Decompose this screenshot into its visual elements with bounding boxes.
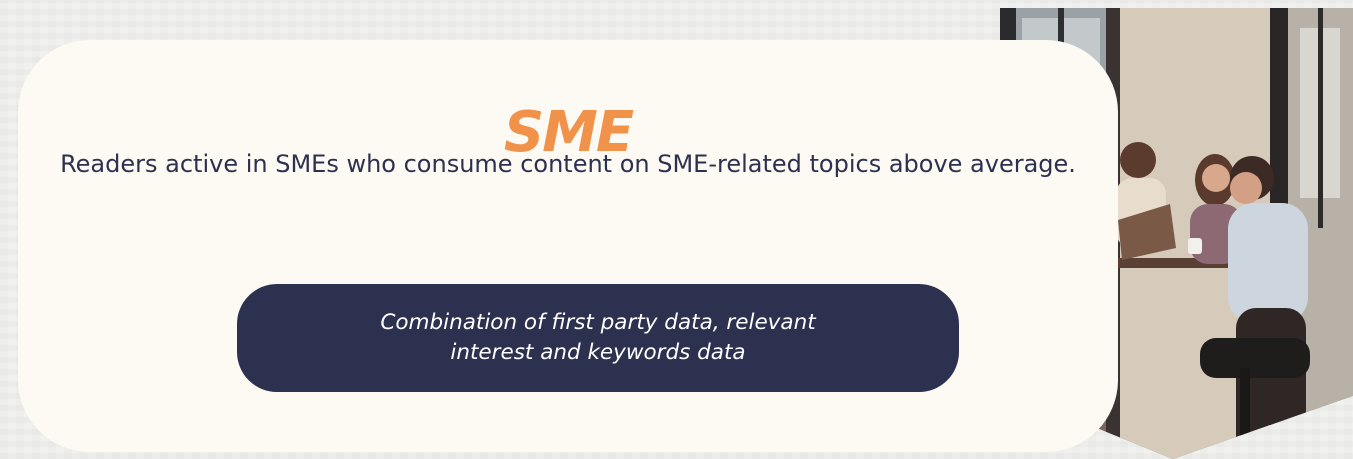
data-source-text: Combination of first party data, relevan… [380, 310, 816, 365]
data-source-pill: Combination of first party data, relevan… [237, 284, 959, 392]
segment-title: SME [503, 100, 634, 165]
segment-description: Readers active in SMEs who consume conte… [60, 150, 1076, 178]
sme-segment-card: SME Readers active in SMEs who consume c… [18, 40, 1118, 452]
